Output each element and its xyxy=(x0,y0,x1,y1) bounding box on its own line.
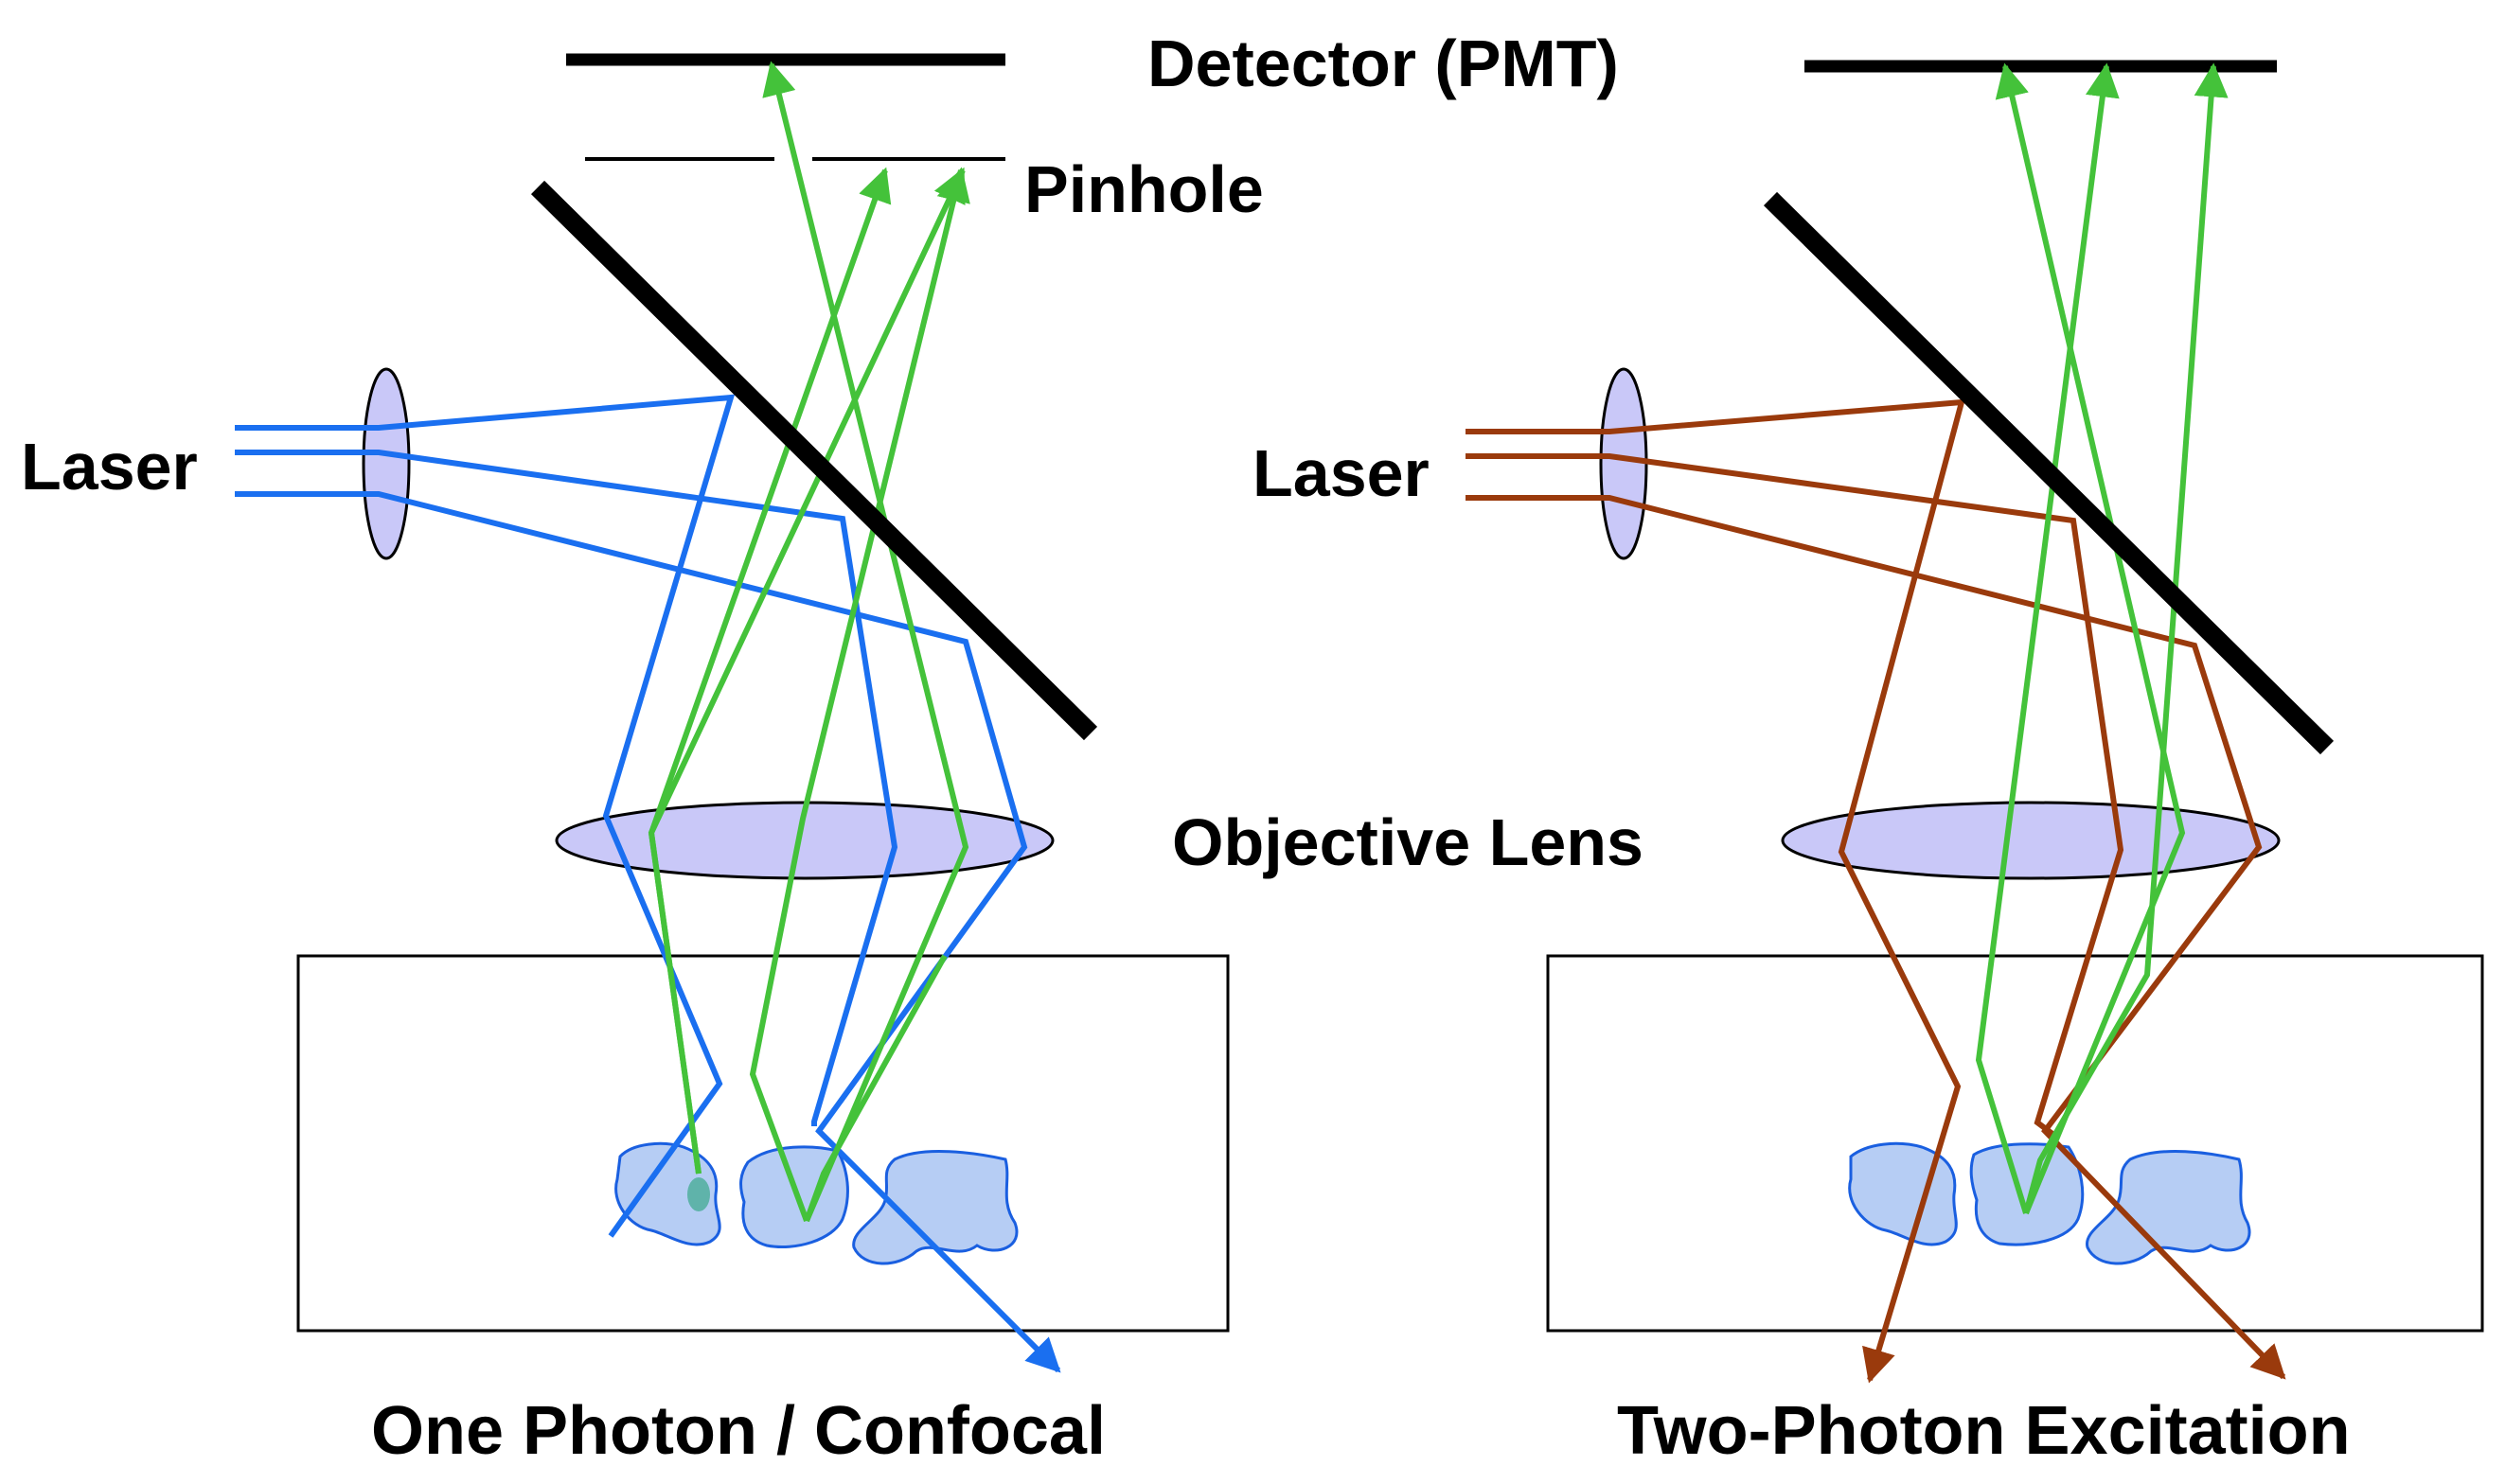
emission-left-a xyxy=(648,167,892,1175)
objective-lens-right xyxy=(1781,801,2281,880)
focal-spot-left xyxy=(687,1177,710,1211)
beam-left-c xyxy=(235,491,1061,1373)
caption-one-photon: One Photon / Confocal xyxy=(371,1393,1106,1469)
emission-left-d xyxy=(762,61,969,1223)
emission-left xyxy=(648,61,970,1223)
sample-box-right xyxy=(1546,954,2484,1333)
one-photon-panel xyxy=(235,53,1230,1373)
cells-left xyxy=(614,1141,1019,1265)
beam-right-b xyxy=(1466,453,2124,1137)
input-lens-right xyxy=(1599,367,1648,560)
laser-label-left: Laser xyxy=(21,430,198,504)
emission-left-e xyxy=(804,954,948,1223)
emission-right xyxy=(1975,62,2229,1215)
emission-right-c xyxy=(2023,62,2229,1214)
dichroic-mirror-left xyxy=(530,180,1098,741)
beam-left-a xyxy=(235,394,736,1238)
excitation-beam-left xyxy=(235,394,1061,1373)
cell-left-1 xyxy=(614,1141,721,1246)
caption-two-photon: Two-Photon Excitation xyxy=(1617,1393,2351,1469)
input-lens-left xyxy=(362,367,411,560)
excitation-beam-right xyxy=(1466,398,2286,1384)
emission-right-b xyxy=(1995,62,2186,1215)
emission-left-c xyxy=(749,167,970,1223)
detector-label: Detector (PMT) xyxy=(1147,26,1619,100)
cells-right xyxy=(1848,1141,2251,1265)
emission-right-a xyxy=(1975,62,2120,1214)
objective-lens-label: Objective Lens xyxy=(1172,805,1643,879)
beam-right-c xyxy=(1466,495,2286,1380)
beam-right-a xyxy=(1466,398,1965,1384)
cell-left-3 xyxy=(852,1149,1019,1265)
cell-right-1 xyxy=(1848,1141,1958,1246)
emission-left-b xyxy=(648,167,966,1175)
two-photon-panel xyxy=(1466,60,2484,1384)
beam-left-b xyxy=(235,450,898,1126)
sample-box-left xyxy=(296,954,1230,1333)
pinhole-label: Pinhole xyxy=(1024,152,1264,226)
laser-label-right: Laser xyxy=(1252,436,1430,510)
cell-right-3 xyxy=(2086,1150,2251,1265)
cell-right-2 xyxy=(1969,1142,2085,1246)
cell-left-2 xyxy=(739,1145,849,1249)
dichroic-mirror-right xyxy=(1763,191,2335,755)
